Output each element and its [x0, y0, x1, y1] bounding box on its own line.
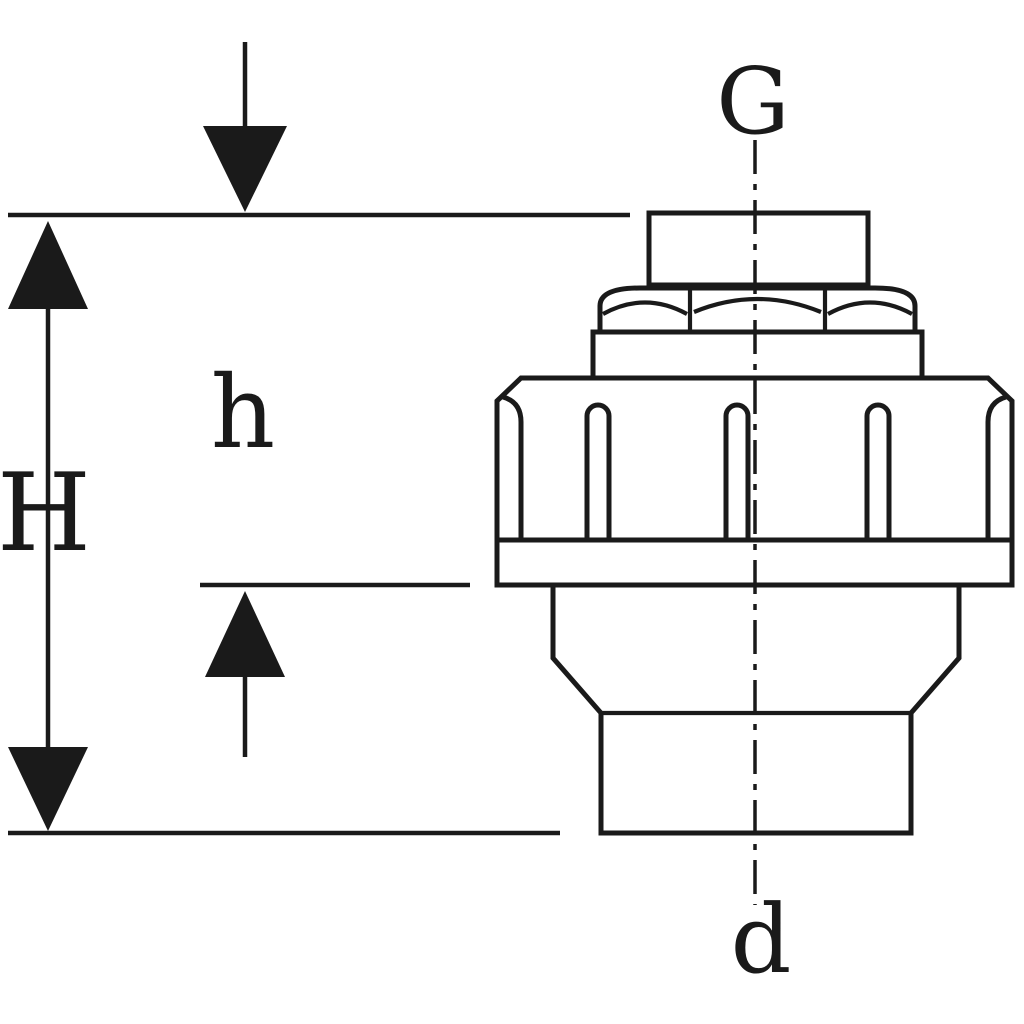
arrowhead-down-icon [203, 126, 287, 212]
arrowhead-down-icon [8, 747, 88, 831]
total-height-dimension [8, 221, 560, 836]
threaded-connector [646, 210, 871, 288]
hex-chamfer-arc [826, 300, 914, 316]
total-height-label: H [0, 451, 91, 576]
hex-nut [597, 285, 918, 335]
fitting [494, 140, 1015, 905]
grip-slot [584, 402, 612, 540]
hex-nut-outline [597, 285, 918, 335]
arrowhead-up-icon [205, 591, 285, 677]
arrowhead-up-icon [8, 221, 88, 309]
grip-slot-edge [502, 394, 524, 540]
collar [590, 329, 925, 381]
hex-chamfer-arc [601, 300, 689, 316]
top-reference-dimension [8, 42, 630, 218]
grip-slot [864, 402, 892, 540]
grip-slot-edge [985, 394, 1007, 540]
outlet-diameter-label: d [731, 885, 792, 995]
partial-height-dimension [200, 582, 470, 757]
threaded-connector-outline [646, 210, 871, 288]
thread-size-label: G [716, 48, 790, 155]
partial-height-label: h [211, 354, 275, 471]
grip-slot [723, 402, 751, 540]
hex-chamfer-arc [693, 296, 822, 314]
